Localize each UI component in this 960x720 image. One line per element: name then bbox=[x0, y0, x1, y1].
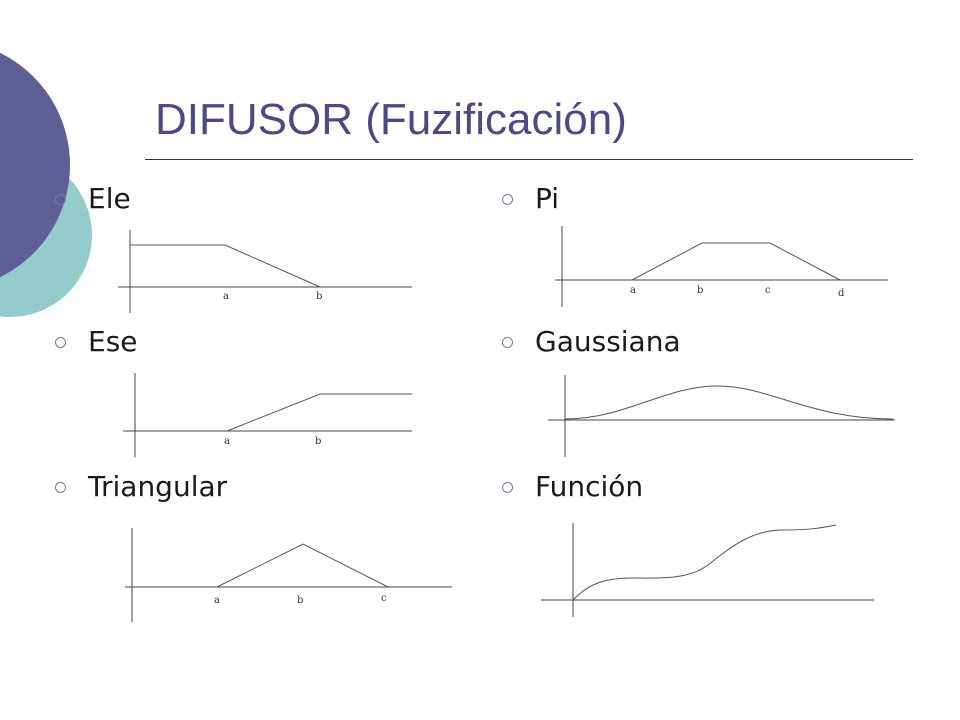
membership-curve bbox=[216, 543, 389, 588]
item-label-gaussiana: Gaussiana bbox=[535, 325, 681, 358]
decorative-circle-dark bbox=[0, 52, 70, 278]
tick-label-b: b bbox=[297, 595, 303, 606]
tick-label-b: b bbox=[316, 291, 322, 302]
tick-label-a: a bbox=[224, 436, 230, 447]
bullet-icon bbox=[502, 481, 513, 493]
decorative-circles bbox=[0, 52, 92, 317]
membership-curve bbox=[130, 244, 321, 288]
bullet-icon bbox=[55, 336, 66, 348]
item-funcion: Función bbox=[502, 470, 643, 504]
title-divider bbox=[145, 159, 913, 160]
graph-ele: a b bbox=[118, 230, 412, 313]
item-pi: Pi bbox=[502, 182, 559, 216]
item-label-ele: Ele bbox=[88, 182, 131, 215]
tick-label-a: a bbox=[214, 595, 220, 606]
bullet-icon bbox=[502, 336, 513, 348]
membership-curve bbox=[564, 385, 894, 420]
graph-pi: a b c d bbox=[555, 226, 888, 307]
tick-label-c: c bbox=[765, 285, 771, 296]
membership-curve bbox=[226, 393, 412, 432]
tick-label-a: a bbox=[630, 285, 636, 296]
bullet-icon bbox=[55, 481, 66, 493]
item-label-pi: Pi bbox=[535, 182, 560, 215]
item-label-funcion: Función bbox=[535, 470, 644, 503]
membership-curve bbox=[572, 524, 837, 601]
item-triangular: Triangular bbox=[55, 470, 227, 504]
graph-gaussiana bbox=[548, 375, 895, 457]
item-gaussiana: Gaussiana bbox=[502, 325, 681, 359]
tick-label-b: b bbox=[315, 436, 321, 447]
tick-label-d: d bbox=[838, 288, 845, 299]
bullet-icon bbox=[55, 193, 66, 205]
graph-funcion bbox=[541, 523, 874, 617]
item-ese: Ese bbox=[55, 325, 138, 359]
membership-curve bbox=[631, 242, 841, 281]
item-ele: Ele bbox=[55, 182, 131, 216]
tick-label-c: c bbox=[381, 593, 387, 604]
tick-label-a: a bbox=[223, 291, 229, 302]
slide-title: DIFUSOR (Fuzificación) bbox=[155, 95, 627, 144]
graph-ese: a b bbox=[123, 373, 412, 457]
bullet-icon bbox=[502, 193, 513, 205]
graph-triangular: a b c bbox=[125, 528, 452, 622]
item-label-ese: Ese bbox=[88, 325, 138, 358]
item-label-triangular: Triangular bbox=[88, 470, 228, 503]
tick-label-b: b bbox=[697, 285, 703, 296]
